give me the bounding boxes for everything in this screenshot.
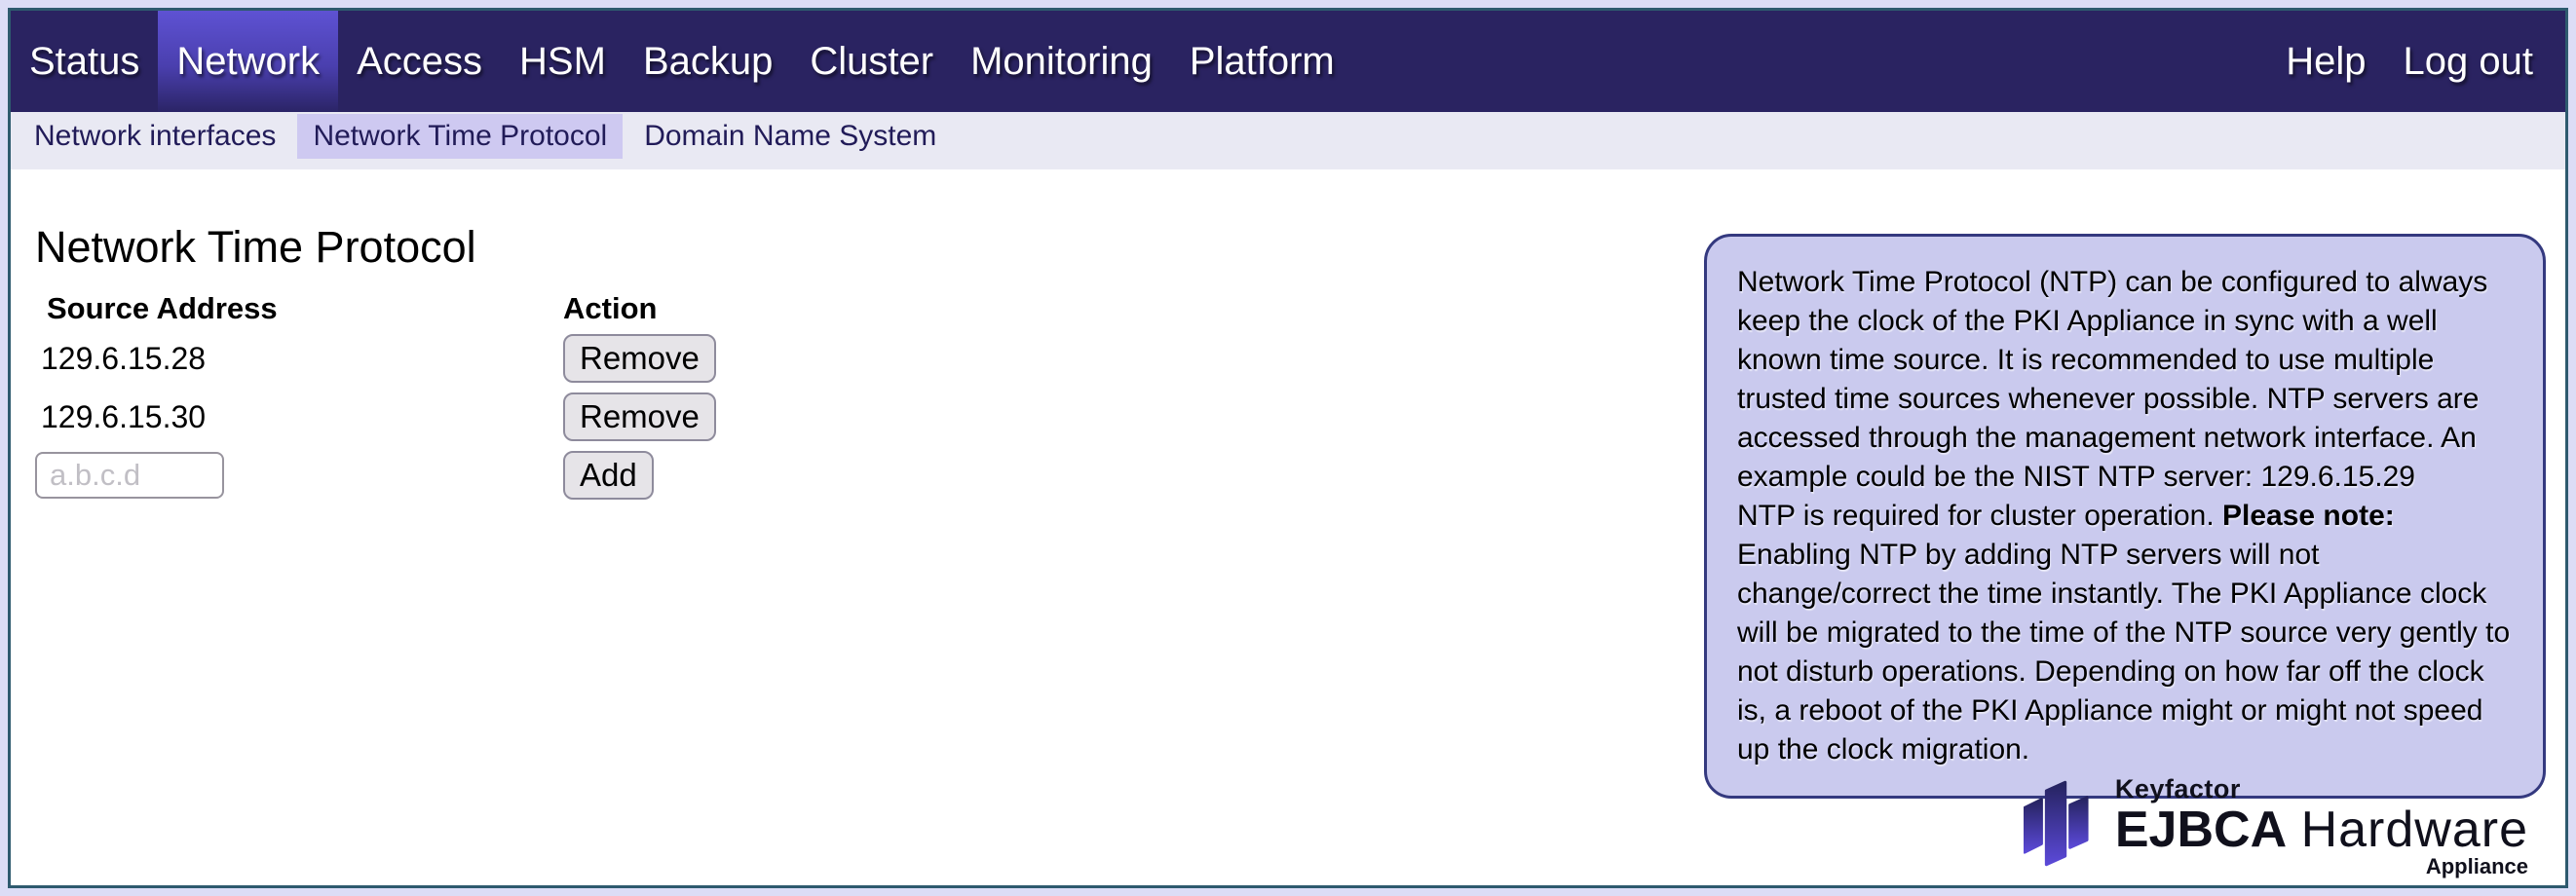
- subtab-network-time-protocol[interactable]: Network Time Protocol: [297, 114, 624, 159]
- table-row: 129.6.15.30: [35, 388, 563, 446]
- nav-item-monitoring[interactable]: Monitoring: [970, 39, 1153, 83]
- remove-button[interactable]: Remove: [563, 392, 716, 441]
- logo-product-bold: EJBCA: [2114, 801, 2288, 858]
- page-title: Network Time Protocol: [35, 222, 476, 272]
- column-header-source-address: Source Address: [47, 291, 278, 325]
- keyfactor-bars-icon: [2023, 780, 2090, 873]
- sub-navigation: Network interfaces Network Time Protocol…: [11, 112, 2565, 169]
- nav-spacer: [1353, 11, 2268, 112]
- table-row-action: Add: [563, 446, 716, 504]
- ntp-address-input[interactable]: [35, 452, 224, 499]
- keyfactor-ejbca-logo: Keyfactor EJBCA Hardware Appliance: [2023, 774, 2528, 879]
- logo-product-space: [2287, 802, 2300, 858]
- remove-button[interactable]: Remove: [563, 334, 716, 383]
- ntp-server-address: 129.6.15.30: [41, 398, 207, 434]
- ntp-help-infobox: Network Time Protocol (NTP) can be confi…: [1704, 234, 2546, 799]
- infobox-paragraph-2: NTP is required for cluster operation.: [1737, 500, 2223, 532]
- logo-product-name: EJBCA Hardware: [2114, 801, 2528, 858]
- logo-product-suffix: Appliance: [2425, 854, 2528, 878]
- ntp-server-address: 129.6.15.28: [41, 340, 207, 376]
- logo-product-light: Hardware: [2300, 801, 2528, 858]
- table-row-action: Remove: [563, 388, 716, 446]
- infobox-paragraph-1: Network Time Protocol (NTP) can be confi…: [1737, 266, 2488, 493]
- nav-item-hsm[interactable]: HSM: [519, 39, 606, 83]
- logo-brand-name: Keyfactor: [2114, 773, 2241, 803]
- table-row-add: [35, 446, 563, 504]
- logo-text: Keyfactor EJBCA Hardware Appliance: [2115, 774, 2528, 879]
- table-row-action: Remove: [563, 329, 716, 388]
- nav-item-backup[interactable]: Backup: [642, 39, 774, 83]
- table-row: 129.6.15.28: [35, 329, 563, 388]
- nav-item-cluster[interactable]: Cluster: [810, 39, 934, 83]
- subtab-network-interfaces[interactable]: Network interfaces: [34, 120, 277, 152]
- nav-item-platform[interactable]: Platform: [1189, 39, 1335, 83]
- subtab-domain-name-system[interactable]: Domain Name System: [644, 120, 937, 152]
- column-header-action: Action: [563, 291, 658, 325]
- app-window: Status Network Access HSM Backup Cluster…: [8, 8, 2568, 888]
- add-button[interactable]: Add: [563, 451, 654, 500]
- nav-item-logout[interactable]: Log out: [2403, 39, 2533, 83]
- infobox-please-note: Please note:: [2222, 500, 2395, 532]
- nav-item-access[interactable]: Access: [357, 39, 483, 83]
- top-navigation: Status Network Access HSM Backup Cluster…: [11, 11, 2565, 112]
- nav-item-status[interactable]: Status: [29, 39, 140, 83]
- nav-item-network[interactable]: Network: [158, 11, 339, 112]
- infobox-paragraph-2-rest: Enabling NTP by adding NTP servers will …: [1737, 539, 2511, 765]
- ntp-server-table: Source Address Action 129.6.15.28 Remove…: [35, 288, 2565, 504]
- nav-item-help[interactable]: Help: [2286, 39, 2367, 83]
